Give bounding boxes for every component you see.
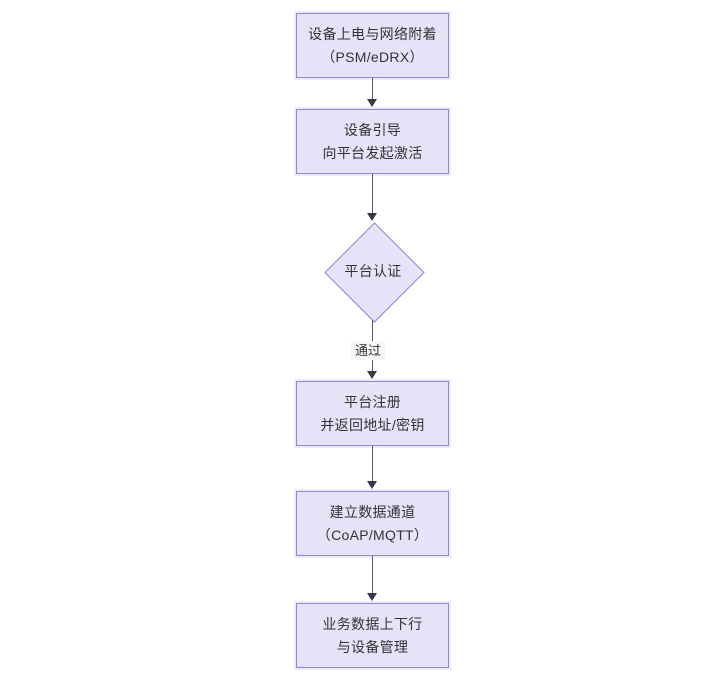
flowchart-node-authentication[interactable]: 平台认证 xyxy=(323,221,425,323)
node-text-line: 平台注册 xyxy=(343,393,402,410)
flowchart-edge-line xyxy=(372,174,373,214)
arrow-head-icon xyxy=(367,213,377,221)
node-text-line: 并返回地址/密钥 xyxy=(320,416,425,433)
node-text-line: 建立数据通道 xyxy=(329,503,416,520)
node-text-line: 业务数据上下行 xyxy=(322,615,423,632)
flowchart-edge-label-pass: 通过 xyxy=(351,341,386,360)
flowchart-node-registration[interactable]: 平台注册 并返回地址/密钥 xyxy=(296,381,449,446)
arrow-head-icon xyxy=(367,481,377,489)
arrow-head-icon xyxy=(367,99,377,107)
node-text-line: （PSM/eDRX） xyxy=(321,48,424,65)
node-text-line: 设备引导 xyxy=(343,121,402,138)
arrow-head-icon xyxy=(367,371,377,379)
flowchart-node-power-on[interactable]: 设备上电与网络附着 （PSM/eDRX） xyxy=(296,13,449,78)
flowchart-node-bootstrap[interactable]: 设备引导 向平台发起激活 xyxy=(296,109,449,174)
node-text-line: 平台认证 xyxy=(344,263,402,279)
flowchart-edge-line xyxy=(372,556,373,594)
node-text-line: 向平台发起激活 xyxy=(322,144,423,161)
node-text-line: 设备上电与网络附着 xyxy=(308,25,437,42)
flowchart-node-business-data[interactable]: 业务数据上下行 与设备管理 xyxy=(296,603,449,668)
flowchart-edge-line xyxy=(372,446,373,482)
arrow-head-icon xyxy=(367,593,377,601)
node-text-line: 与设备管理 xyxy=(336,638,409,655)
flowchart-node-data-channel[interactable]: 建立数据通道 （CoAP/MQTT） xyxy=(296,491,449,556)
node-text-line: （CoAP/MQTT） xyxy=(316,526,429,543)
flowchart-edge-line xyxy=(372,78,373,100)
